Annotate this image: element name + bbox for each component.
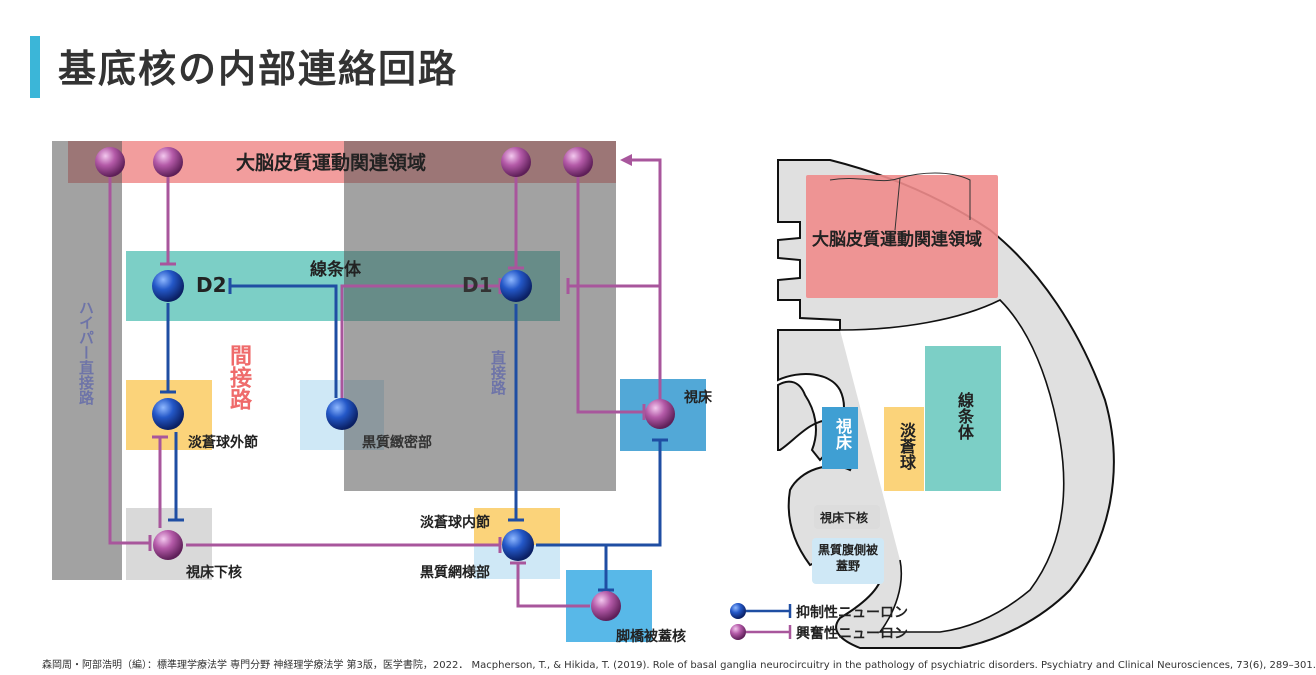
brain-stn-region bbox=[814, 505, 880, 529]
inhibitory-connections bbox=[166, 284, 662, 590]
gpi-label: 淡蒼球内節 bbox=[420, 515, 490, 531]
d2-label: D2 bbox=[196, 273, 227, 297]
page-title: 基底核の内部連絡回路 bbox=[58, 47, 459, 91]
d2-neuron bbox=[152, 270, 184, 302]
citation: 森岡周・阿部浩明（編）：標準理学療法学 専門分野 神経理学療法学 第3版，医学書… bbox=[42, 660, 1316, 671]
stn-neuron bbox=[153, 530, 183, 560]
brain-pallidum-label: 淡蒼球 bbox=[897, 422, 916, 470]
gpe-label: 淡蒼球外節 bbox=[188, 435, 258, 451]
brain-sn-label: 黒質腹側被蓋野 bbox=[818, 543, 879, 573]
gpi-neuron bbox=[502, 529, 534, 561]
hyperdirect-pathway-label: ハイパー直接路 bbox=[77, 300, 95, 405]
legend-excitatory-neuron bbox=[730, 624, 746, 640]
d1-neuron bbox=[500, 270, 532, 302]
excitatory-arrowhead bbox=[620, 154, 632, 166]
snc-neuron bbox=[326, 398, 358, 430]
brain-thalamus-label: 視床 bbox=[833, 418, 852, 450]
legend-inhibitory-label: 抑制性ニューロン bbox=[796, 605, 908, 621]
gpe-neuron bbox=[152, 398, 184, 430]
cortex-neuron-1 bbox=[95, 147, 125, 177]
title-accent-bar bbox=[30, 36, 40, 98]
cortex-neuron-3 bbox=[501, 147, 531, 177]
cortex-neuron-2 bbox=[153, 147, 183, 177]
brain-stn-label: 視床下核 bbox=[820, 511, 869, 525]
cortex-label: 大脳皮質運動関連領域 bbox=[236, 152, 427, 174]
direct-overlay bbox=[344, 141, 616, 491]
excitatory-connections bbox=[108, 158, 662, 608]
cortex-neuron-4 bbox=[563, 147, 593, 177]
brain-striatum-label: 線条体 bbox=[955, 392, 974, 440]
brain-cortex-label: 大脳皮質運動関連領域 bbox=[812, 230, 982, 250]
brain-thalamus-region bbox=[822, 407, 858, 469]
inhibitory-terminals bbox=[160, 278, 668, 592]
ppn-neuron bbox=[591, 591, 621, 621]
stn-label: 視床下核 bbox=[186, 565, 242, 581]
legend-inhibitory-neuron bbox=[730, 603, 746, 619]
striatum-label: 線条体 bbox=[310, 260, 361, 280]
thalamus-neuron bbox=[645, 399, 675, 429]
d1-label: D1 bbox=[462, 273, 493, 297]
brain-striatum-region bbox=[925, 346, 1001, 491]
excitatory-terminals bbox=[148, 262, 646, 565]
circuit-diagram bbox=[52, 141, 1115, 649]
brain-sn-region bbox=[812, 538, 884, 584]
legend-excitatory-label: 興奮性ニューロン bbox=[796, 626, 908, 642]
brain-section bbox=[777, 159, 1115, 649]
snc-label: 黒質緻密部 bbox=[362, 435, 432, 451]
brain-cortex-region bbox=[806, 175, 998, 298]
brain-pallidum-region bbox=[884, 407, 924, 491]
ppn-label: 脚橋被蓋核 bbox=[616, 629, 686, 645]
indirect-pathway-label: 間接路 bbox=[226, 344, 251, 410]
direct-pathway-label: 直接路 bbox=[489, 350, 507, 395]
snr-label: 黒質網様部 bbox=[420, 565, 490, 581]
thalamus-label: 視床 bbox=[684, 390, 712, 406]
